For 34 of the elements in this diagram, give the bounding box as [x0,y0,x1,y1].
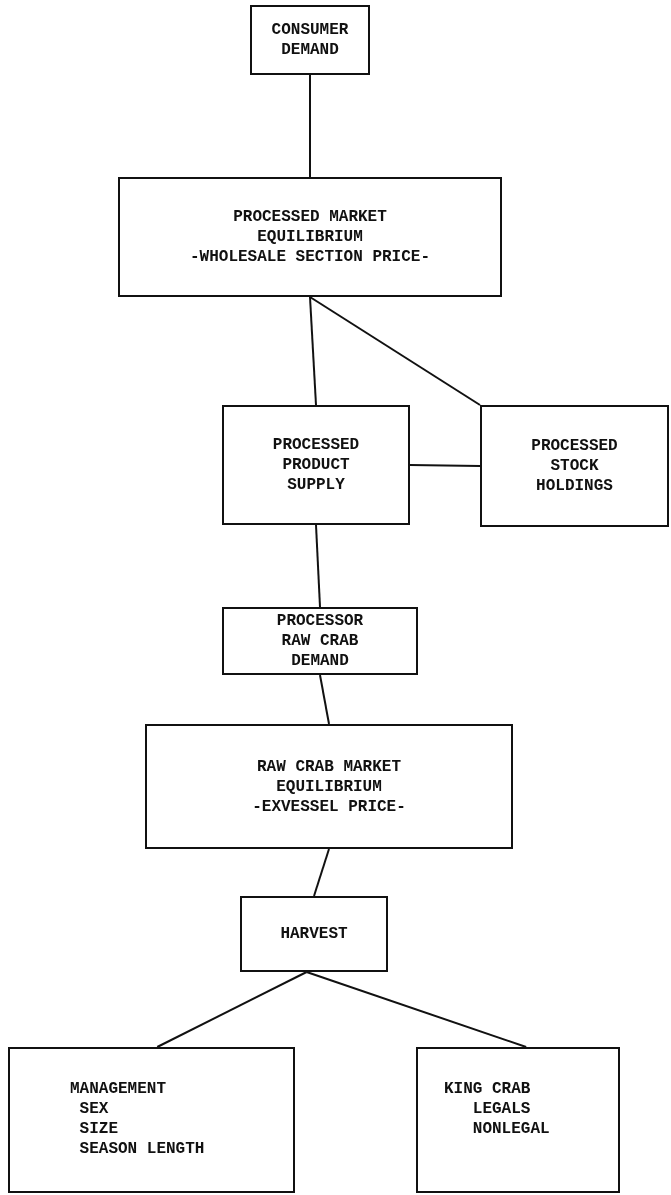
connector-line [156,971,308,1048]
connector-line [313,848,330,897]
connector-line [309,74,311,178]
list-item: SEASON LENGTH [79,1139,205,1159]
box-label: HARVEST [280,924,348,944]
box-label: PROCESSOR RAW CRAB DEMAND [276,611,364,671]
process-box [222,607,418,675]
list-item: NONLEGAL [472,1119,550,1139]
box-label: RAW CRAB MARKET EQUILIBRIUM [255,756,402,797]
process-box [416,1047,620,1193]
process-box [145,724,513,849]
process-box [250,5,370,75]
process-box [222,405,410,525]
box-label: PROCESSED MARKET EQUILIBRIUM [232,207,388,247]
list-heading: KING CRAB [444,1079,531,1099]
connector-line [409,464,481,467]
connector-line [305,971,528,1048]
box-label: PROCESSED STOCK HOLDINGS [530,436,619,496]
process-box [480,405,669,527]
process-box [8,1047,295,1193]
connector-line [309,296,317,406]
process-box [118,177,502,297]
box-subtitle: -WHOLESALE SECTION PRICE- [189,247,430,267]
connector-line [315,524,321,608]
connector-line [319,674,330,725]
connector-line [309,296,481,406]
box-label: PROCESSED PRODUCT SUPPLY [271,435,361,495]
list-heading: MANAGEMENT [70,1079,166,1099]
list-item: SEX [79,1099,109,1119]
list-item: SIZE [79,1119,118,1139]
box-label: CONSUMER DEMAND [270,20,350,60]
box-subtitle: -EXVESSEL PRICE- [252,796,406,817]
process-box [240,896,388,972]
list-item: LEGALS [472,1099,531,1119]
